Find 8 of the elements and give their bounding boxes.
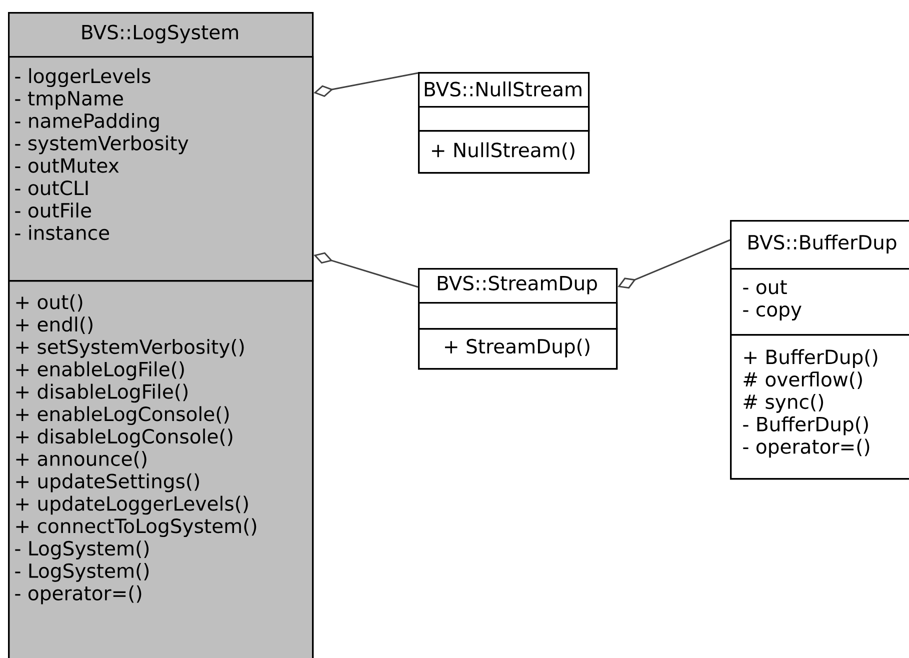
compartment: + NullStream() (418, 130, 590, 174)
compartment: + StreamDup() (418, 328, 618, 370)
compartment: + out() + endl() + setSystemVerbosity() + enableLogFile() + disableLogFile() + enableLogConsole() + disableLogConsole() + announce() + updateSettings() + updateLoggerLevels() + connectToLogSystem() - LogSystem() - LogSystem() - operator=() (8, 280, 314, 658)
compartment: - loggerLevels - tmpName - namePadding - systemVerbosity - outMutex - outCLI - outFile - instance (8, 56, 314, 282)
empty-compartment (418, 106, 590, 132)
empty-compartment (418, 302, 618, 330)
compartment: + BufferDup() # overflow() # sync() - BufferDup() - operator=() (730, 334, 909, 480)
compartment: - out - copy (730, 268, 909, 336)
